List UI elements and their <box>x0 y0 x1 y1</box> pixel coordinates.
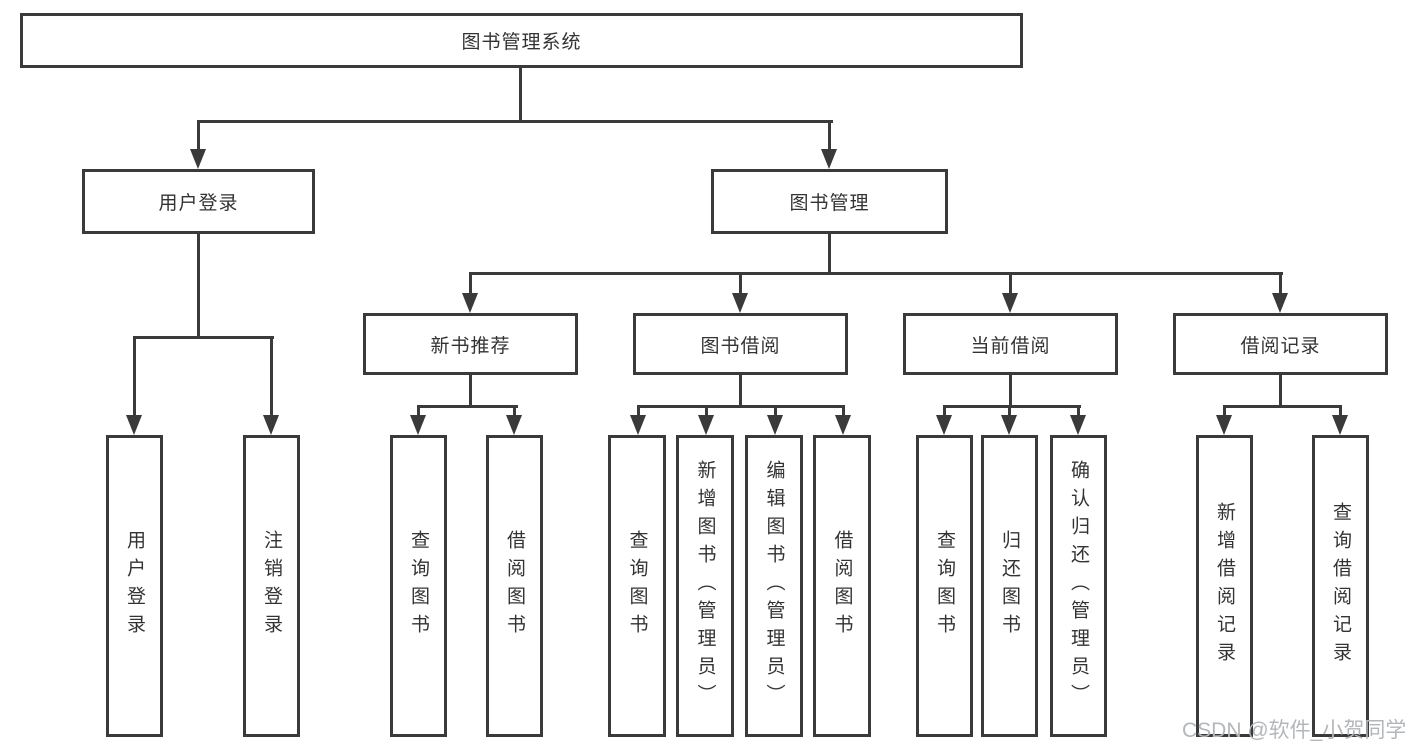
connector-stem <box>739 375 742 408</box>
leaf-label: 编辑图书（管理员） <box>763 460 785 712</box>
arrow-down-icon <box>410 415 426 435</box>
node-new-book-recommend: 新书推荐 <box>363 313 578 375</box>
node-borrowing-records: 借阅记录 <box>1173 313 1388 375</box>
arrow-down-icon <box>1272 293 1288 313</box>
leaf-label: 用户登录 <box>124 530 145 642</box>
connector-level3-rail <box>469 272 1283 275</box>
arrow-down-icon <box>1332 415 1348 435</box>
connector-stem <box>1279 375 1282 408</box>
leaf-confirm-return-admin: 确认归还（管理员） <box>1050 435 1107 737</box>
leaf-label: 借阅图书 <box>831 530 853 642</box>
connector-stem <box>1077 405 1080 419</box>
connector-root-stem <box>519 68 522 123</box>
leaf-query-books-current: 查询图书 <box>916 435 973 737</box>
connector-rail <box>1223 405 1342 408</box>
leaf-user-login: 用户登录 <box>106 435 163 737</box>
connector-stem <box>1008 405 1011 419</box>
node-library-management-system: 图书管理系统 <box>20 13 1023 68</box>
leaf-label: 查询图书 <box>408 530 429 642</box>
connector-stem <box>469 375 472 408</box>
connector-stem <box>828 120 831 153</box>
connector-stem <box>739 272 742 296</box>
leaf-label: 确认归还（管理员） <box>1068 460 1089 712</box>
arrow-down-icon <box>936 415 952 435</box>
connector-stem <box>637 405 640 419</box>
connector-stem <box>469 272 472 296</box>
connector-rail <box>943 405 1081 408</box>
arrow-down-icon <box>1001 415 1017 435</box>
connector-stem <box>1009 375 1012 408</box>
leaf-label: 借阅图书 <box>504 530 525 642</box>
leaf-label: 新增借阅记录 <box>1214 502 1235 670</box>
connector-rail <box>637 405 845 408</box>
connector-rail <box>417 405 518 408</box>
arrow-down-icon <box>767 415 783 435</box>
leaf-borrow-books-borrowing: 借阅图书 <box>813 435 871 737</box>
leaf-label: 查询借阅记录 <box>1330 502 1351 670</box>
connector-stem <box>417 405 420 419</box>
leaf-edit-books-admin: 编辑图书（管理员） <box>745 435 803 737</box>
connector-stem <box>828 234 831 275</box>
connector-stem <box>197 120 200 153</box>
arrow-down-icon <box>190 149 206 169</box>
arrow-down-icon <box>821 149 837 169</box>
node-user-login: 用户登录 <box>82 169 315 234</box>
leaf-add-borrow-record: 新增借阅记录 <box>1196 435 1253 737</box>
leaf-label: 新增图书（管理员） <box>694 460 716 712</box>
arrow-down-icon <box>1002 293 1018 313</box>
connector-stem <box>197 234 200 339</box>
arrow-down-icon <box>126 415 142 435</box>
leaf-add-books-admin: 新增图书（管理员） <box>676 435 734 737</box>
csdn-watermark: CSDN @软件_小贺同学 <box>1182 719 1405 742</box>
leaf-label: 查询图书 <box>934 530 955 642</box>
leaf-return-books: 归还图书 <box>981 435 1038 737</box>
connector-stem <box>1339 405 1342 419</box>
leaf-logout-login: 注销登录 <box>243 435 300 737</box>
arrow-down-icon <box>1070 415 1086 435</box>
connector-stem <box>842 405 845 419</box>
arrow-down-icon <box>630 415 646 435</box>
leaf-query-borrow-record: 查询借阅记录 <box>1312 435 1369 737</box>
leaf-label: 注销登录 <box>261 530 282 642</box>
arrow-down-icon <box>506 415 522 435</box>
connector-stem <box>513 405 516 419</box>
arrow-down-icon <box>1216 415 1232 435</box>
connector-stem <box>943 405 946 419</box>
arrow-down-icon <box>263 415 279 435</box>
connector-stem <box>1279 272 1282 296</box>
connector-stem <box>133 336 136 419</box>
leaf-query-books-recommend: 查询图书 <box>390 435 447 737</box>
leaf-query-books-borrowing: 查询图书 <box>608 435 666 737</box>
connector-stem <box>1009 272 1012 296</box>
node-current-borrowing: 当前借阅 <box>903 313 1118 375</box>
arrow-down-icon <box>698 415 714 435</box>
connector-level2-rail <box>197 120 833 123</box>
node-book-borrowing: 图书借阅 <box>633 313 848 375</box>
node-book-management: 图书管理 <box>711 169 948 234</box>
leaf-label: 归还图书 <box>999 530 1020 642</box>
leaf-borrow-books-recommend: 借阅图书 <box>486 435 543 737</box>
connector-stem <box>1223 405 1226 419</box>
arrow-down-icon <box>732 293 748 313</box>
connector-rail <box>133 336 274 339</box>
leaf-label: 查询图书 <box>626 530 648 642</box>
connector-stem <box>705 405 708 419</box>
connector-stem <box>270 336 273 419</box>
arrow-down-icon <box>462 293 478 313</box>
arrow-down-icon <box>835 415 851 435</box>
connector-stem <box>774 405 777 419</box>
